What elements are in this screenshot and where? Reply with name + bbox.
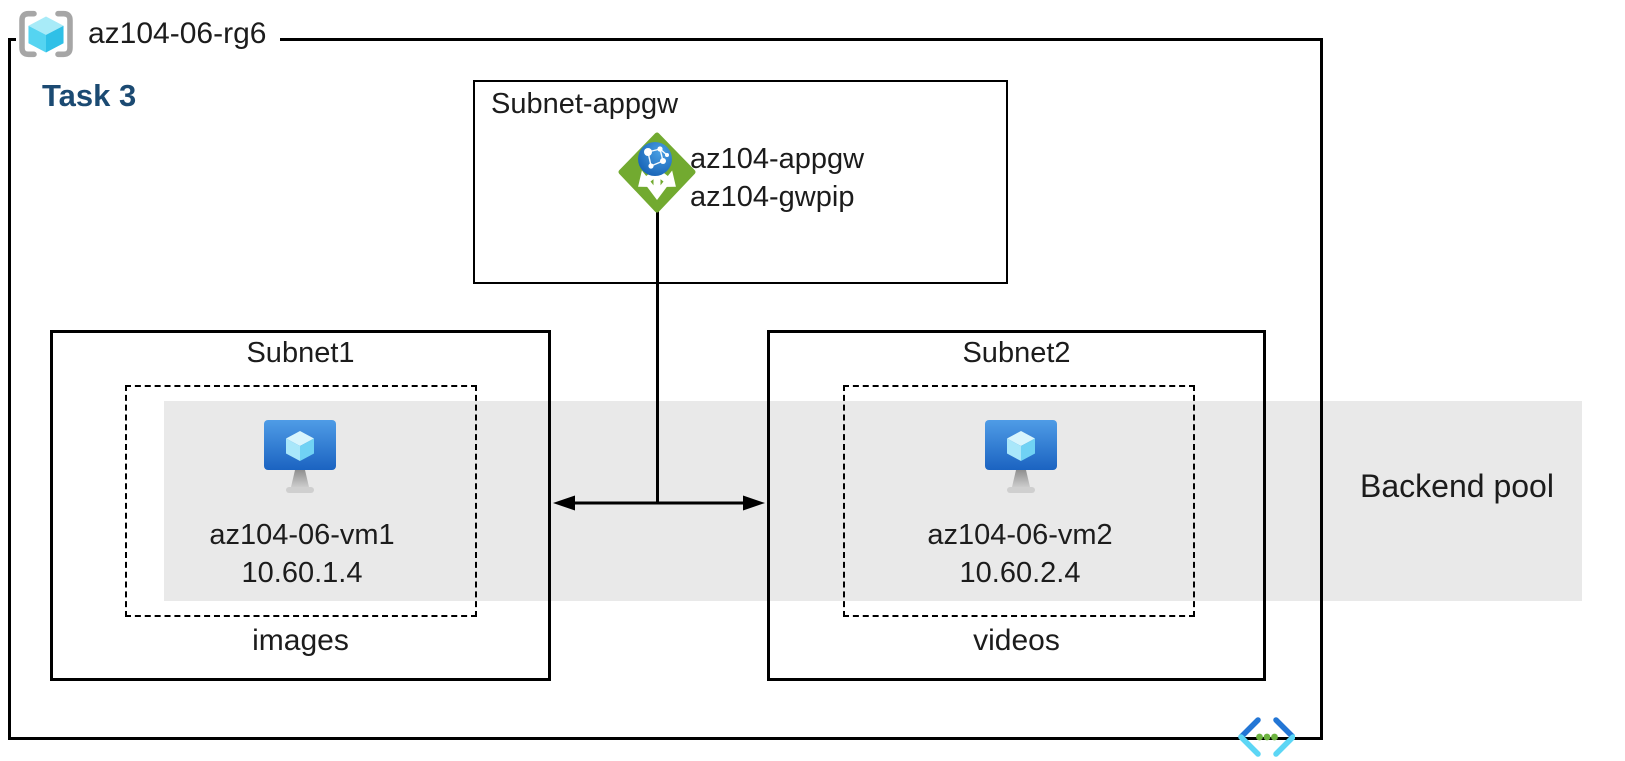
subnet1-title: Subnet1 (246, 337, 355, 369)
virtual-machine-icon (264, 420, 336, 493)
subnet-double-arrow (553, 495, 765, 511)
resource-group-icon (19, 10, 73, 58)
subnet2-title: Subnet2 (962, 337, 1071, 369)
vm2-ip: 10.60.2.4 (959, 557, 1081, 589)
subnet1-box (50, 330, 551, 681)
subnet1-vm-dashed-box (125, 385, 477, 617)
vm1-caption: az104-06-vm1 10.60.1.4 (127, 516, 477, 592)
backend-pool-label: Backend pool (1360, 468, 1554, 504)
subnet1-storage-label: images (252, 624, 349, 657)
vm2-caption: az104-06-vm2 10.60.2.4 (845, 516, 1195, 592)
vm2-name: az104-06-vm2 (927, 519, 1113, 551)
virtual-machine-icon (985, 420, 1057, 493)
appgw-caption: az104-appgw az104-gwpip (690, 140, 864, 216)
virtual-network-icon (1238, 717, 1295, 757)
vm1-name: az104-06-vm1 (209, 519, 395, 551)
subnet2-box (767, 330, 1266, 681)
backend-pool-band (164, 401, 1582, 601)
resource-group-header: az104-06-rg6 (16, 8, 281, 60)
subnet-appgw-title: Subnet-appgw (491, 88, 679, 120)
vm1-ip: 10.60.1.4 (241, 557, 363, 589)
resource-group-name: az104-06-rg6 (88, 17, 267, 50)
appgw-public-ip-name: az104-gwpip (690, 181, 855, 213)
subnet2-vm-dashed-box (843, 385, 1195, 617)
task-label: Task 3 (42, 78, 137, 113)
appgw-connector-line (655, 210, 659, 503)
subnet2-storage-label: videos (973, 624, 1060, 657)
subnet-appgw-box (473, 80, 1008, 284)
application-gateway-icon (618, 132, 696, 213)
appgw-name: az104-appgw (690, 143, 865, 175)
